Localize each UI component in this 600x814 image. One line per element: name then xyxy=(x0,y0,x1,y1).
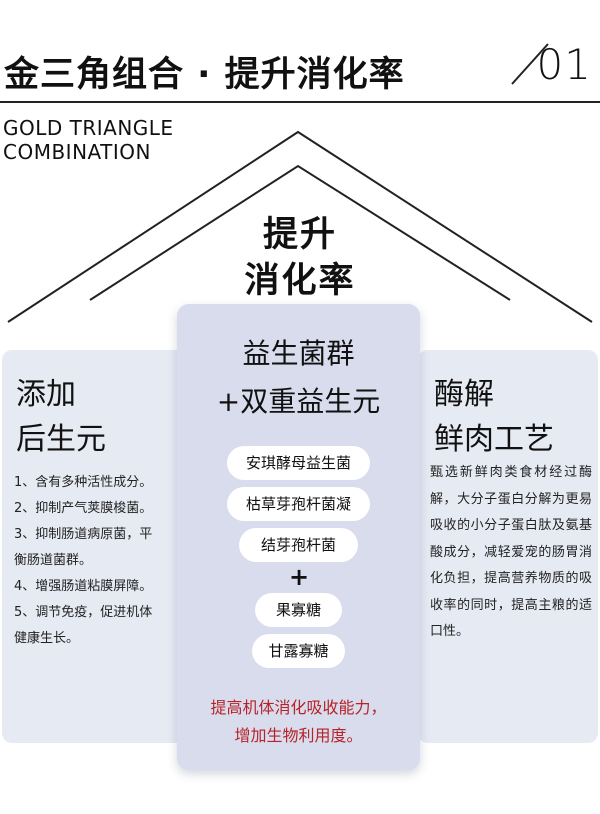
center-footer: 提高机体消化吸收能力， 增加生物利用度。 xyxy=(177,694,420,750)
header-rule xyxy=(0,101,600,103)
roof-label-line-1: 提升 xyxy=(262,215,337,255)
list-item: 衡肠道菌群。 xyxy=(14,553,93,568)
list-item: 健康生长。 xyxy=(14,631,80,646)
left-heading-line-2: 后生元 xyxy=(16,422,106,457)
center-heading-line-1: 益生菌群 xyxy=(242,337,355,370)
list-item: 3、抑制肠道病原菌，平 xyxy=(14,527,153,542)
plus-sign: + xyxy=(288,563,310,591)
right-paragraph: 甄选新鲜肉类食材经过酶解，大分子蛋白分解为更易吸收的小分子蛋白肽及氨基酸成分，减… xyxy=(430,465,592,639)
left-panel xyxy=(2,350,192,743)
center-heading-line-2: +双重益生元 xyxy=(216,385,381,418)
prebiotic-pill: 果寡糖 xyxy=(255,593,342,627)
list-item: 2、抑制产气荚膜梭菌。 xyxy=(14,501,153,516)
center-heading: 益生菌群 +双重益生元 xyxy=(177,330,420,426)
right-heading: 酶解 鲜肉工艺 xyxy=(434,372,554,462)
center-footer-line-1: 提高机体消化吸收能力， xyxy=(210,698,387,717)
right-panel xyxy=(418,350,598,743)
left-list: 1、含有多种活性成分。 2、抑制产气荚膜梭菌。 3、抑制肠道病原菌，平 衡肠道菌… xyxy=(14,470,184,652)
section-number: 01 xyxy=(536,40,592,89)
left-heading-line-1: 添加 xyxy=(16,377,76,412)
page-title: 金三角组合 · 提升消化率 xyxy=(4,55,405,95)
center-footer-line-2: 增加生物利用度。 xyxy=(234,726,363,745)
list-item: 5、调节免疫，促进机体 xyxy=(14,605,153,620)
probiotic-pill: 安琪酵母益生菌 xyxy=(227,446,370,480)
right-heading-line-2: 鲜肉工艺 xyxy=(434,422,554,457)
probiotic-pill: 枯草芽孢杆菌凝 xyxy=(227,487,370,521)
list-item: 4、增强肠道粘膜屏障。 xyxy=(14,579,153,594)
subtitle-line-1: GOLD TRIANGLE xyxy=(3,116,174,140)
probiotic-pill: 结芽孢杆菌 xyxy=(239,528,358,562)
left-heading: 添加 后生元 xyxy=(16,372,106,462)
prebiotic-pill: 甘露寡糖 xyxy=(252,634,345,668)
roof-label-line-2: 消化率 xyxy=(244,261,356,301)
list-item: 1、含有多种活性成分。 xyxy=(14,475,153,490)
subtitle-line-2: COMBINATION xyxy=(3,140,151,164)
subtitle: GOLD TRIANGLE COMBINATION xyxy=(3,116,174,164)
slash-divider xyxy=(511,43,549,85)
right-heading-line-1: 酶解 xyxy=(434,377,494,412)
